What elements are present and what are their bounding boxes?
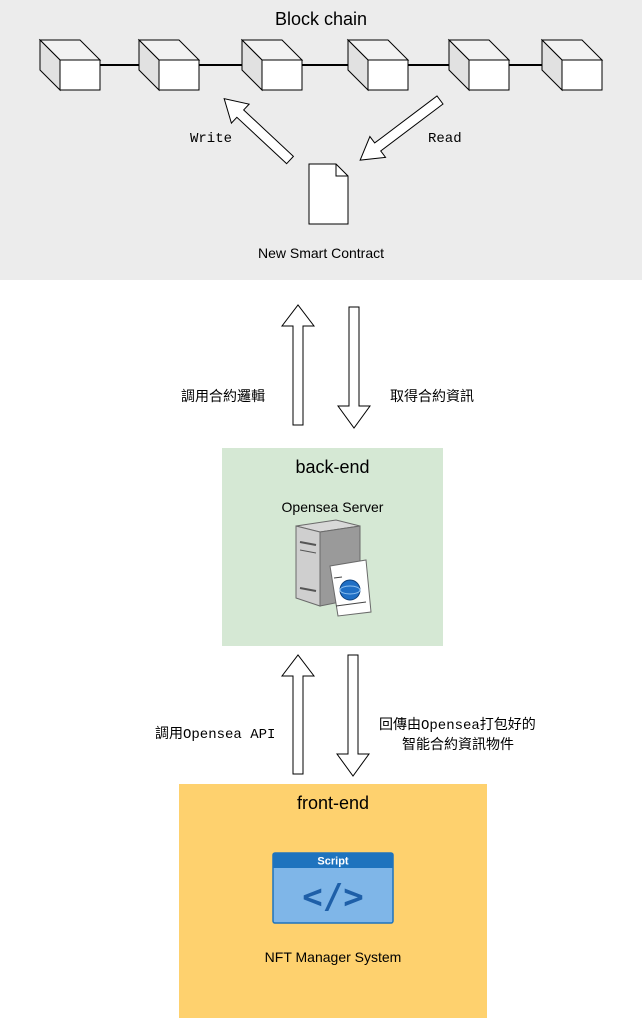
return-packaged-label-line2: 智能合約資訊物件	[402, 737, 514, 753]
write-label: Write	[190, 131, 233, 147]
block-cube-icon-6	[541, 39, 603, 91]
server-caption: Opensea Server	[281, 499, 384, 515]
return-packaged-arrow	[336, 654, 370, 777]
call-contract-logic-label: 調用合約邏輯	[181, 389, 265, 405]
script-header-label: Script	[317, 856, 349, 868]
block-cube-icon-1	[39, 39, 101, 91]
system-caption: NFT Manager System	[264, 949, 402, 965]
get-contract-info-label: 取得合約資訊	[390, 389, 474, 405]
script-icon: Script </>	[272, 852, 394, 924]
call-opensea-api-label: 調用Opensea API	[155, 727, 276, 743]
frontend-title: front-end	[296, 793, 370, 813]
read-arrow	[359, 95, 444, 161]
block-cube-icon-2	[138, 39, 200, 91]
backend-title: back-end	[295, 457, 370, 477]
return-packaged-label-line1: 回傳由Opensea打包好的	[379, 718, 536, 734]
write-arrow	[223, 97, 295, 165]
call-contract-logic-arrow	[280, 304, 316, 426]
get-contract-info-arrow	[337, 306, 371, 429]
server-icon	[295, 519, 372, 617]
code-glyph: </>	[302, 877, 363, 917]
block-cube-icon-5	[448, 39, 510, 91]
call-opensea-api-arrow	[280, 654, 316, 775]
blockchain-panel: Block chain Write Read New Smart Contrac…	[0, 0, 642, 280]
document-icon	[308, 163, 349, 225]
block-cube-icon-3	[241, 39, 303, 91]
blockchain-title: Block chain	[274, 9, 368, 29]
block-cube-icon-4	[347, 39, 409, 91]
smart-contract-caption: New Smart Contract	[257, 245, 385, 261]
read-label: Read	[428, 131, 462, 147]
